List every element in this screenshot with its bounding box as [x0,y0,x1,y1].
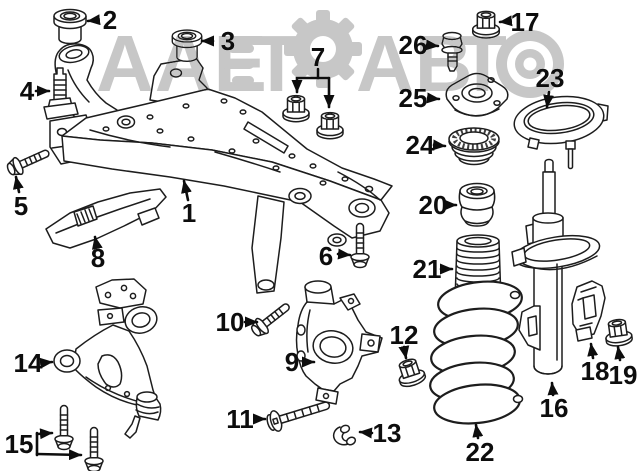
part-label-9: 9 [284,347,300,377]
part-label-10: 10 [215,307,245,337]
nut-12-drawing [393,355,428,390]
nut-7a-drawing [282,94,310,123]
part-label-2: 2 [102,5,118,35]
part-label-11: 11 [226,404,254,434]
part-label-17: 17 [510,7,540,37]
spring-bearing-drawing [448,127,500,166]
bolt-10-drawing [247,297,295,341]
bolt-26-drawing [441,31,463,72]
part-label-16: 16 [539,393,569,423]
bushing-2-drawing [53,8,87,45]
part-label-20: 20 [418,190,448,220]
nut-19-drawing [602,317,634,349]
part-label-21: 21 [412,254,442,284]
brace-bracket-drawing [45,188,167,249]
strut-drawing [511,158,601,375]
bolt-5-drawing [3,143,54,180]
part-label-22: 22 [465,437,495,467]
part-label-3: 3 [220,26,236,56]
nut-17-drawing [471,10,501,39]
control-arm-drawing [53,278,162,439]
steering-knuckle-drawing [295,280,383,405]
part-label-15: 15 [4,429,34,459]
bracket-18-drawing [571,280,606,342]
coil-spring-drawing [429,280,524,425]
strut-mount-drawing [445,72,509,117]
part-label-26: 26 [398,30,428,60]
part-label-6: 6 [318,241,334,271]
subframe-crossmember-drawing [49,43,393,294]
upper-spring-seat-drawing [513,95,609,170]
part-label-5: 5 [13,191,29,221]
part-label-13: 13 [372,418,402,448]
stud-bolt-drawing [43,67,79,120]
part-label-14: 14 [13,348,43,378]
bolt-15b-drawing [84,426,104,471]
part-label-23: 23 [535,63,565,93]
part-label-18: 18 [580,356,610,386]
bushing-3-drawing [171,29,203,62]
part-label-7: 7 [310,42,326,72]
part-label-4: 4 [19,76,35,106]
nut-7b-drawing [316,111,344,140]
part-label-1: 1 [181,198,197,228]
part-label-25: 25 [398,83,428,113]
bolt-15a-drawing [54,404,74,451]
part-label-12: 12 [389,320,419,350]
part-label-19: 19 [608,360,638,390]
retaining-clip-drawing [332,424,357,446]
part-label-8: 8 [90,243,106,273]
jounce-bumper-drawing [458,182,496,227]
part-label-24: 24 [405,130,435,160]
